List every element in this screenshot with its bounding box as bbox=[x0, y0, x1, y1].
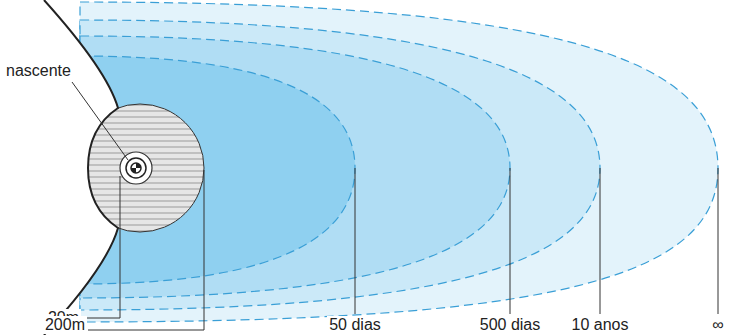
protection-circle-20m bbox=[120, 152, 152, 184]
wellhead-symbol bbox=[126, 158, 146, 178]
wellhead-quadrants bbox=[131, 163, 141, 173]
leader-line bbox=[355, 168, 356, 314]
leader-line bbox=[510, 168, 511, 314]
zone-label: 200m bbox=[43, 316, 87, 334]
zone-label: nascente bbox=[4, 62, 73, 80]
leader-line bbox=[718, 168, 719, 314]
land-mask bbox=[0, 0, 118, 335]
zone-50-dias bbox=[80, 56, 355, 284]
zone-label: 10 anos bbox=[570, 316, 631, 334]
zone-500-dias bbox=[80, 36, 510, 298]
leader-line bbox=[72, 82, 128, 160]
leader-line bbox=[88, 170, 204, 330]
zone-label: 500 dias bbox=[478, 316, 543, 334]
leader-line bbox=[82, 176, 120, 318]
zone-label: ∞ bbox=[710, 316, 725, 334]
zone-label: 50 dias bbox=[327, 316, 383, 334]
leader-line bbox=[600, 168, 601, 314]
wellhead-core bbox=[131, 163, 141, 173]
boundary-line bbox=[44, 0, 118, 335]
